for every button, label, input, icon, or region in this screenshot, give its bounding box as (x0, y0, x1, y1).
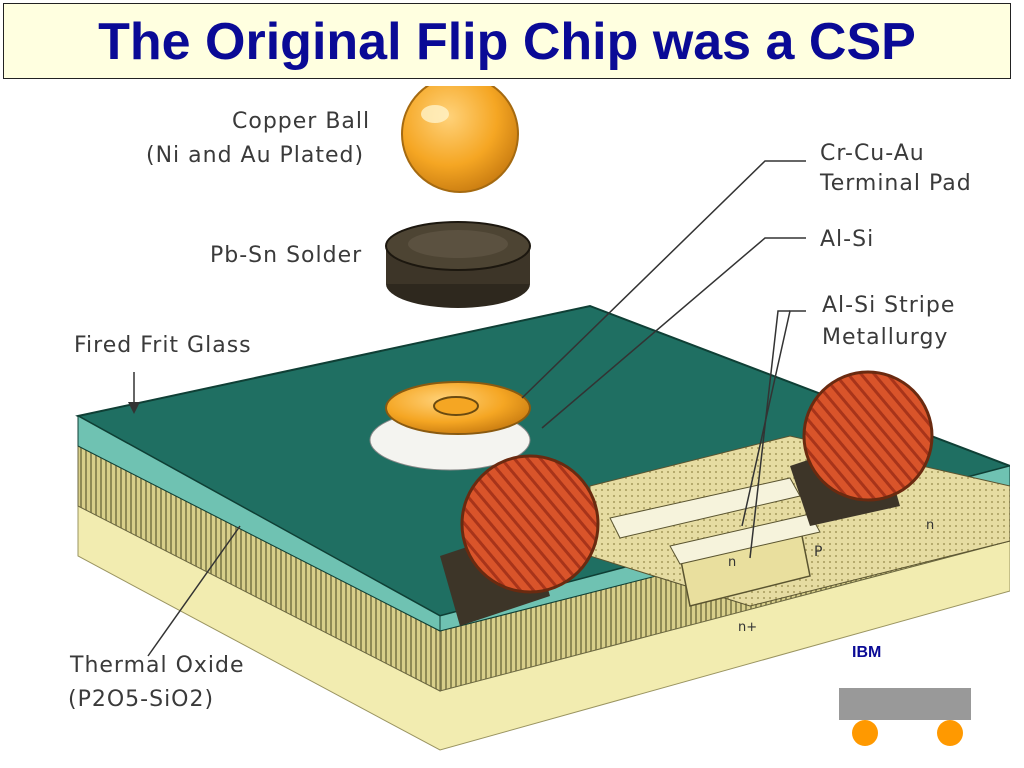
slide-title: The Original Flip Chip was a CSP (98, 13, 916, 71)
label-fired-frit-glass: Fired Frit Glass (74, 333, 252, 358)
region-p-label: P (814, 544, 822, 560)
csp-solder-ball-right (937, 720, 963, 746)
label-copper-ball: Copper Ball (232, 109, 371, 134)
label-cr-cu-au: Cr-Cu-Au (820, 141, 925, 166)
copper-ball (401, 86, 519, 193)
region-nplus-label: n+ (738, 620, 757, 635)
flip-chip-diagram: n P n n+ (75, 86, 1010, 751)
label-pbsn-solder: Pb-Sn Solder (210, 243, 363, 268)
right-red-ball (802, 370, 934, 502)
label-metallurgy: Metallurgy (822, 325, 949, 350)
stripe-metal-2 (669, 513, 821, 565)
left-red-ball (460, 454, 600, 594)
label-al-si-stripe: Al-Si Stripe (822, 293, 956, 318)
csp-package-icon (839, 688, 971, 720)
label-copper-ball-plating: (Ni and Au Plated) (146, 143, 365, 168)
label-terminal-pad: Terminal Pad (820, 171, 972, 196)
region-n-label-2: n (926, 518, 934, 533)
leader-lines (133, 160, 806, 657)
label-thermal-oxide-formula: (P2O5-SiO2) (68, 687, 215, 712)
csp-solder-ball-left (852, 720, 878, 746)
pad-hole (433, 396, 479, 416)
region-n-label: n (728, 555, 736, 570)
title-box: The Original Flip Chip was a CSP (3, 3, 1011, 79)
label-al-si: Al-Si (820, 227, 875, 252)
ibm-caption: IBM (852, 644, 882, 661)
label-thermal-oxide: Thermal Oxide (70, 653, 245, 678)
